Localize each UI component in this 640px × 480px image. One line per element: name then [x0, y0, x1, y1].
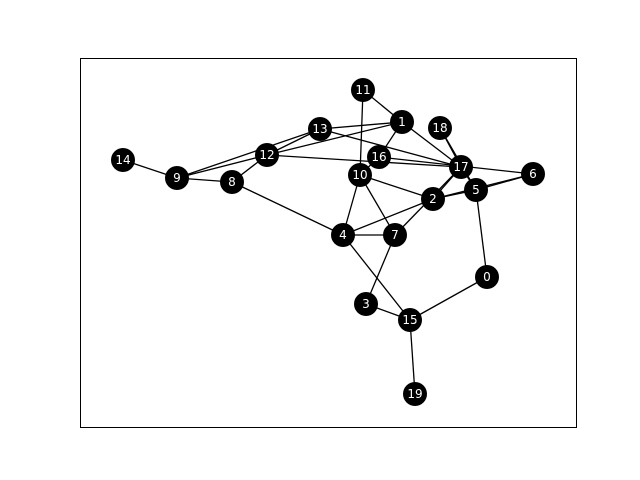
node-17 [449, 155, 473, 179]
edge-15-19 [409, 319, 416, 395]
node-12 [255, 143, 279, 167]
node-label-9: 9 [173, 171, 181, 185]
node-1 [390, 110, 414, 134]
edge-1-13 [319, 121, 403, 130]
node-4 [331, 223, 355, 247]
node-label-13: 13 [312, 122, 327, 136]
node-0 [475, 265, 499, 289]
edge-13-17 [319, 128, 462, 168]
node-3 [354, 292, 378, 316]
node-label-17: 17 [453, 160, 468, 174]
node-label-15: 15 [402, 313, 417, 327]
node-label-4: 4 [339, 228, 347, 242]
node-label-16: 16 [371, 150, 386, 164]
node-19 [403, 382, 427, 406]
edge-0-15 [409, 276, 488, 321]
edge-7-3 [365, 234, 396, 305]
edge-12-17 [266, 154, 462, 168]
node-2 [421, 187, 445, 211]
node-label-1: 1 [398, 115, 406, 129]
node-11 [351, 78, 375, 102]
edge-5-0 [475, 189, 488, 278]
node-8 [220, 170, 244, 194]
edge-2-4 [342, 198, 434, 236]
node-7 [383, 223, 407, 247]
plot-frame [80, 58, 577, 428]
node-label-11: 11 [355, 83, 370, 97]
node-6 [521, 162, 545, 186]
node-label-5: 5 [472, 183, 480, 197]
node-label-19: 19 [407, 387, 422, 401]
node-15 [398, 308, 422, 332]
node-10 [348, 163, 372, 187]
node-label-0: 0 [483, 270, 491, 284]
node-label-18: 18 [432, 121, 447, 135]
edge-12-9 [176, 154, 268, 179]
edge-1-12 [266, 121, 403, 156]
node-5 [464, 178, 488, 202]
node-label-7: 7 [391, 228, 399, 242]
node-label-10: 10 [352, 168, 367, 182]
node-label-12: 12 [259, 148, 274, 162]
node-label-2: 2 [429, 192, 437, 206]
node-9 [165, 166, 189, 190]
node-16 [367, 145, 391, 169]
node-label-8: 8 [228, 175, 236, 189]
edge-10-2 [359, 174, 434, 200]
edge-13-9 [176, 128, 321, 179]
node-13 [308, 117, 332, 141]
node-label-3: 3 [362, 297, 370, 311]
node-label-14: 14 [115, 153, 130, 167]
edge-8-4 [231, 181, 344, 236]
node-14 [111, 148, 135, 172]
node-18 [428, 116, 452, 140]
edge-1-17 [401, 121, 462, 168]
node-label-6: 6 [529, 167, 537, 181]
